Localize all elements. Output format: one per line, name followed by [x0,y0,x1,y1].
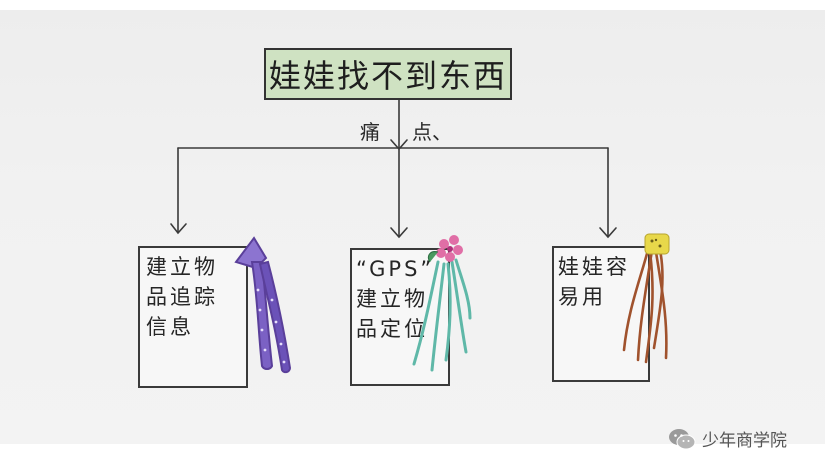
brown-ribbon-icon [622,248,668,364]
branch-right-arrow [599,227,617,239]
watermark-text: 少年商学院 [702,431,787,451]
branch-mid-arrow [390,227,408,239]
pink-flower-icon [427,235,463,263]
node-text-easy: 娃娃容 易用 [558,255,630,309]
wechat-icon [669,428,696,449]
node-box-tracking [138,246,248,388]
node-text-tracking: 建立物 品追踪 信息 [146,255,218,339]
node-box-easy [552,246,650,382]
pain-label-right: 点、 [412,120,452,144]
node-text-gps: “GPS” 建立物 品定位 [356,257,435,341]
yellow-flower-icon [644,233,670,255]
branch-left-arrow [170,223,187,235]
watermark: 少年商学院 [668,426,787,451]
title-box: 娃娃找不到东西 [264,48,512,100]
purple-ribbon-icon [234,236,292,374]
title-text: 娃娃找不到东西 [268,57,507,95]
pain-label-left: 痛 [360,120,380,144]
teal-ribbon-icon [412,258,472,372]
